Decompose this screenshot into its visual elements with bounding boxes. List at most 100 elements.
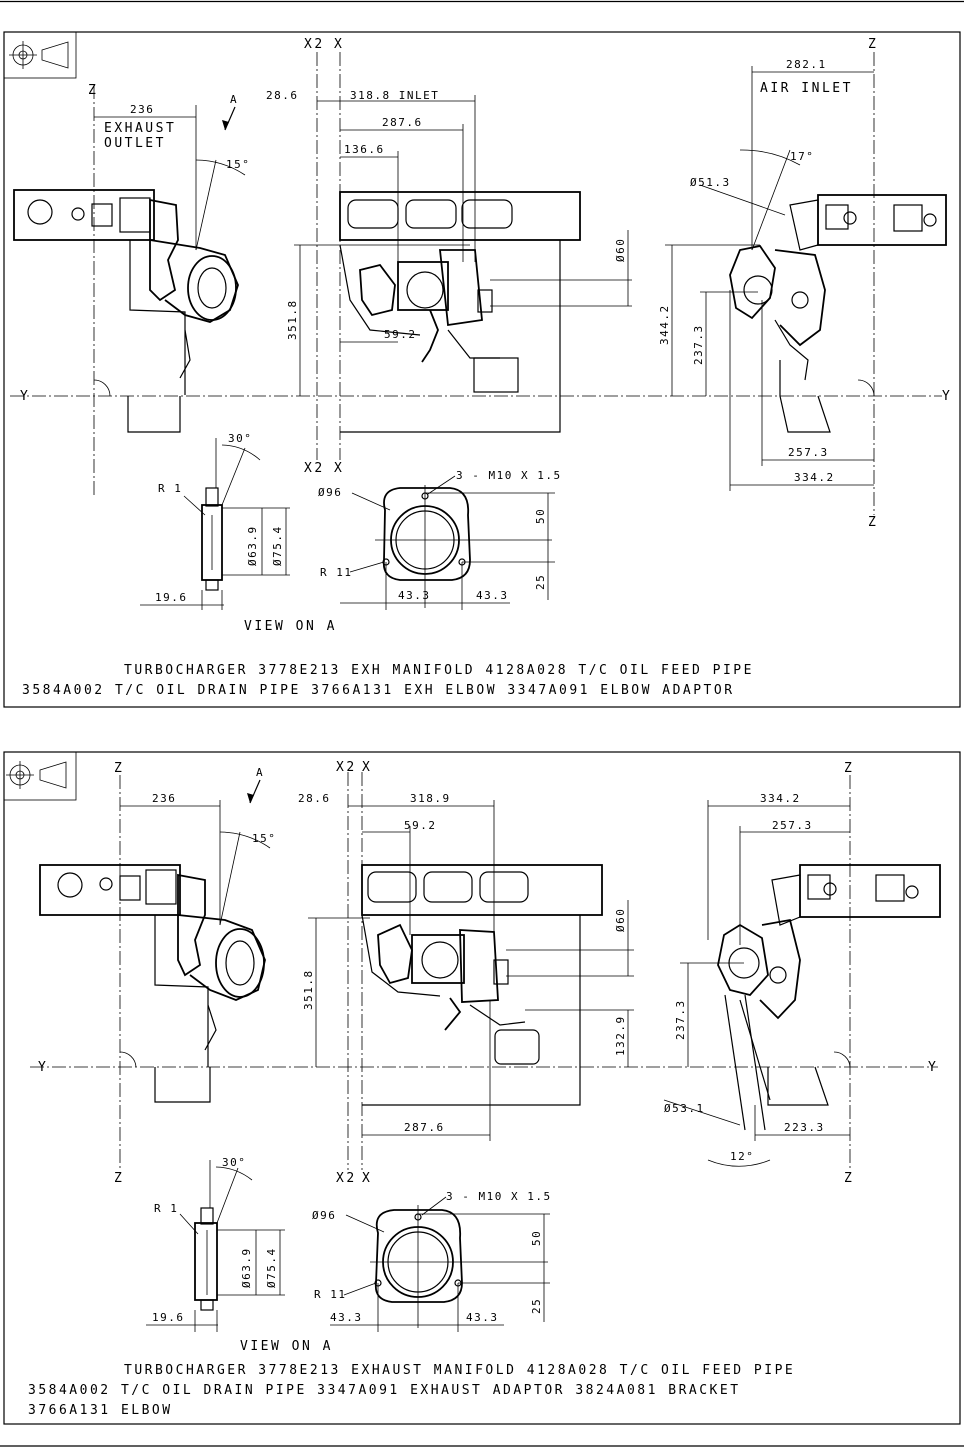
z-label-right-top: Z — [868, 37, 878, 52]
dim-257-3-2: 257.3 — [772, 819, 813, 832]
right-view-engine-2 — [717, 864, 941, 1131]
view-holes-m10-2: 3 - M10 X 1.5 — [446, 1190, 552, 1203]
dim-237-3: 237.3 — [692, 324, 705, 365]
y-label-left: Y — [20, 389, 30, 404]
view-dim-19-6: 19.6 — [155, 591, 188, 604]
view-dim-43-3-b-2: 43.3 — [466, 1311, 499, 1324]
label-view-arrow-a: A — [230, 93, 238, 106]
y-label-right-2: Y — [928, 1060, 938, 1075]
panel-1-caption-line-2: 3584A002 T/C OIL DRAIN PIPE 3766A131 EXH… — [22, 683, 735, 698]
view-r-1: R 1 — [158, 482, 182, 495]
view-dim-75-4-2: Ø75.4 — [265, 1247, 278, 1288]
z-label-left: Z — [88, 83, 98, 98]
view-dim-dia-96-2: Ø96 — [312, 1209, 336, 1222]
view-dim-25-2: 25 — [530, 1298, 543, 1314]
dim-dia-51-3: Ø51.3 — [690, 176, 731, 189]
dim-282-1: 282.1 — [786, 58, 827, 71]
z-label-right-bottom-2: Z — [844, 1171, 854, 1186]
view-dim-19-6-2: 19.6 — [152, 1311, 185, 1324]
view-on-a-title: VIEW ON A — [244, 619, 337, 634]
label-view-arrow-a-2: A — [256, 766, 264, 779]
view-dim-63-9-2: Ø63.9 — [240, 1247, 253, 1288]
center-view-engine — [339, 191, 581, 433]
x-label-top: X — [334, 37, 344, 52]
view-r-1-2: R 1 — [154, 1202, 178, 1215]
view-a-elbow — [201, 487, 223, 591]
z-label-right-top-2: Z — [844, 761, 854, 776]
dim-237-3-2: 237.3 — [674, 999, 687, 1040]
view-r-11-2: R 11 — [314, 1288, 347, 1301]
dim-12-deg: 12° — [730, 1150, 754, 1163]
view-dim-50-2: 50 — [530, 1230, 543, 1246]
dim-236: 236 — [130, 103, 154, 116]
right-view-engine — [729, 194, 947, 433]
panel-1: Y Y Z X2 X X2 X Z Z 236 EXHAUST O — [3, 31, 961, 708]
x-label-bottom-2: X — [362, 1171, 372, 1186]
dim-28-6-2: 28.6 — [298, 792, 331, 805]
dim-334-2: 334.2 — [794, 471, 835, 484]
dim-15-deg-2: 15° — [252, 832, 276, 845]
view-r-11: R 11 — [320, 566, 353, 579]
dim-351-8: 351.8 — [286, 299, 299, 340]
y-label-left-2: Y — [38, 1060, 48, 1075]
dim-28-6: 28.6 — [266, 89, 299, 102]
z-label-right-bottom: Z — [868, 515, 878, 530]
y-label-right: Y — [942, 389, 952, 404]
dim-334-2-2: 334.2 — [760, 792, 801, 805]
dim-dia-53-1: Ø53.1 — [664, 1102, 705, 1115]
x2-label-top-2: X2 — [336, 760, 357, 775]
left-view-engine-2 — [39, 864, 266, 1103]
center-view-engine-2 — [361, 864, 603, 1106]
label-air-inlet: AIR INLET — [760, 81, 853, 96]
x-label-bottom: X — [334, 461, 344, 476]
view-dim-30-deg-2: 30° — [222, 1156, 246, 1169]
dim-318-8-inlet: 318.8 INLET — [350, 89, 439, 102]
dim-59-2-2: 59.2 — [404, 819, 437, 832]
dim-344-2: 344.2 — [658, 304, 671, 345]
dim-136-6: 136.6 — [344, 143, 385, 156]
dim-257-3: 257.3 — [788, 446, 829, 459]
third-angle-projection-icon — [3, 31, 77, 79]
panel-2-frame — [3, 751, 961, 1425]
x2-label-top: X2 — [304, 37, 325, 52]
dim-287-6-2: 287.6 — [404, 1121, 445, 1134]
dim-351-8-2: 351.8 — [302, 969, 315, 1010]
view-dim-25: 25 — [534, 574, 547, 590]
panel-2: Y Y Z Z X2 X X2 X Z Z 236 A — [3, 751, 961, 1425]
dim-17-deg: 17° — [790, 150, 814, 163]
view-a-flange — [375, 485, 552, 608]
view-a-elbow-2 — [194, 1207, 218, 1311]
dim-132-9: 132.9 — [614, 1015, 627, 1056]
view-dim-50: 50 — [534, 508, 547, 524]
view-dim-30-deg: 30° — [228, 432, 252, 445]
dim-236-2: 236 — [152, 792, 176, 805]
view-dim-63-9: Ø63.9 — [246, 525, 259, 566]
view-dim-dia-96: Ø96 — [318, 486, 342, 499]
x2-label-bottom-2: X2 — [336, 1171, 357, 1186]
dim-dia-60-2: Ø60 — [614, 908, 627, 932]
dim-223-3: 223.3 — [784, 1121, 825, 1134]
dim-59-2: 59.2 — [384, 328, 417, 341]
view-a-flange-2 — [370, 1205, 548, 1328]
dim-dia-60: Ø60 — [614, 238, 627, 262]
panel-1-frame — [3, 31, 961, 708]
view-on-a-title-2: VIEW ON A — [240, 1339, 333, 1354]
dim-318-9: 318.9 — [410, 792, 451, 805]
view-dim-43-3-b: 43.3 — [476, 589, 509, 602]
view-dim-75-4: Ø75.4 — [271, 525, 284, 566]
panel-2-caption-line-3: 3766A131 ELBOW — [28, 1403, 173, 1418]
view-dim-43-3-a: 43.3 — [398, 589, 431, 602]
third-angle-projection-icon-2 — [3, 751, 77, 801]
view-holes-m10: 3 - M10 X 1.5 — [456, 469, 562, 482]
panel-1-caption-line-1: TURBOCHARGER 3778E213 EXH MANIFOLD 4128A… — [124, 663, 754, 678]
panel-2-caption-line-1: TURBOCHARGER 3778E213 EXHAUST MANIFOLD 4… — [124, 1363, 795, 1378]
dim-15-deg: 15° — [226, 158, 250, 171]
dim-287-6: 287.6 — [382, 116, 423, 129]
label-outlet: OUTLET — [104, 136, 166, 151]
left-view-engine — [13, 189, 239, 433]
panel-2-caption-line-2: 3584A002 T/C OIL DRAIN PIPE 3347A091 EXH… — [28, 1383, 741, 1398]
view-dim-43-3-a-2: 43.3 — [330, 1311, 363, 1324]
x2-label-bottom: X2 — [304, 461, 325, 476]
z-label-left-top-2: Z — [114, 761, 124, 776]
